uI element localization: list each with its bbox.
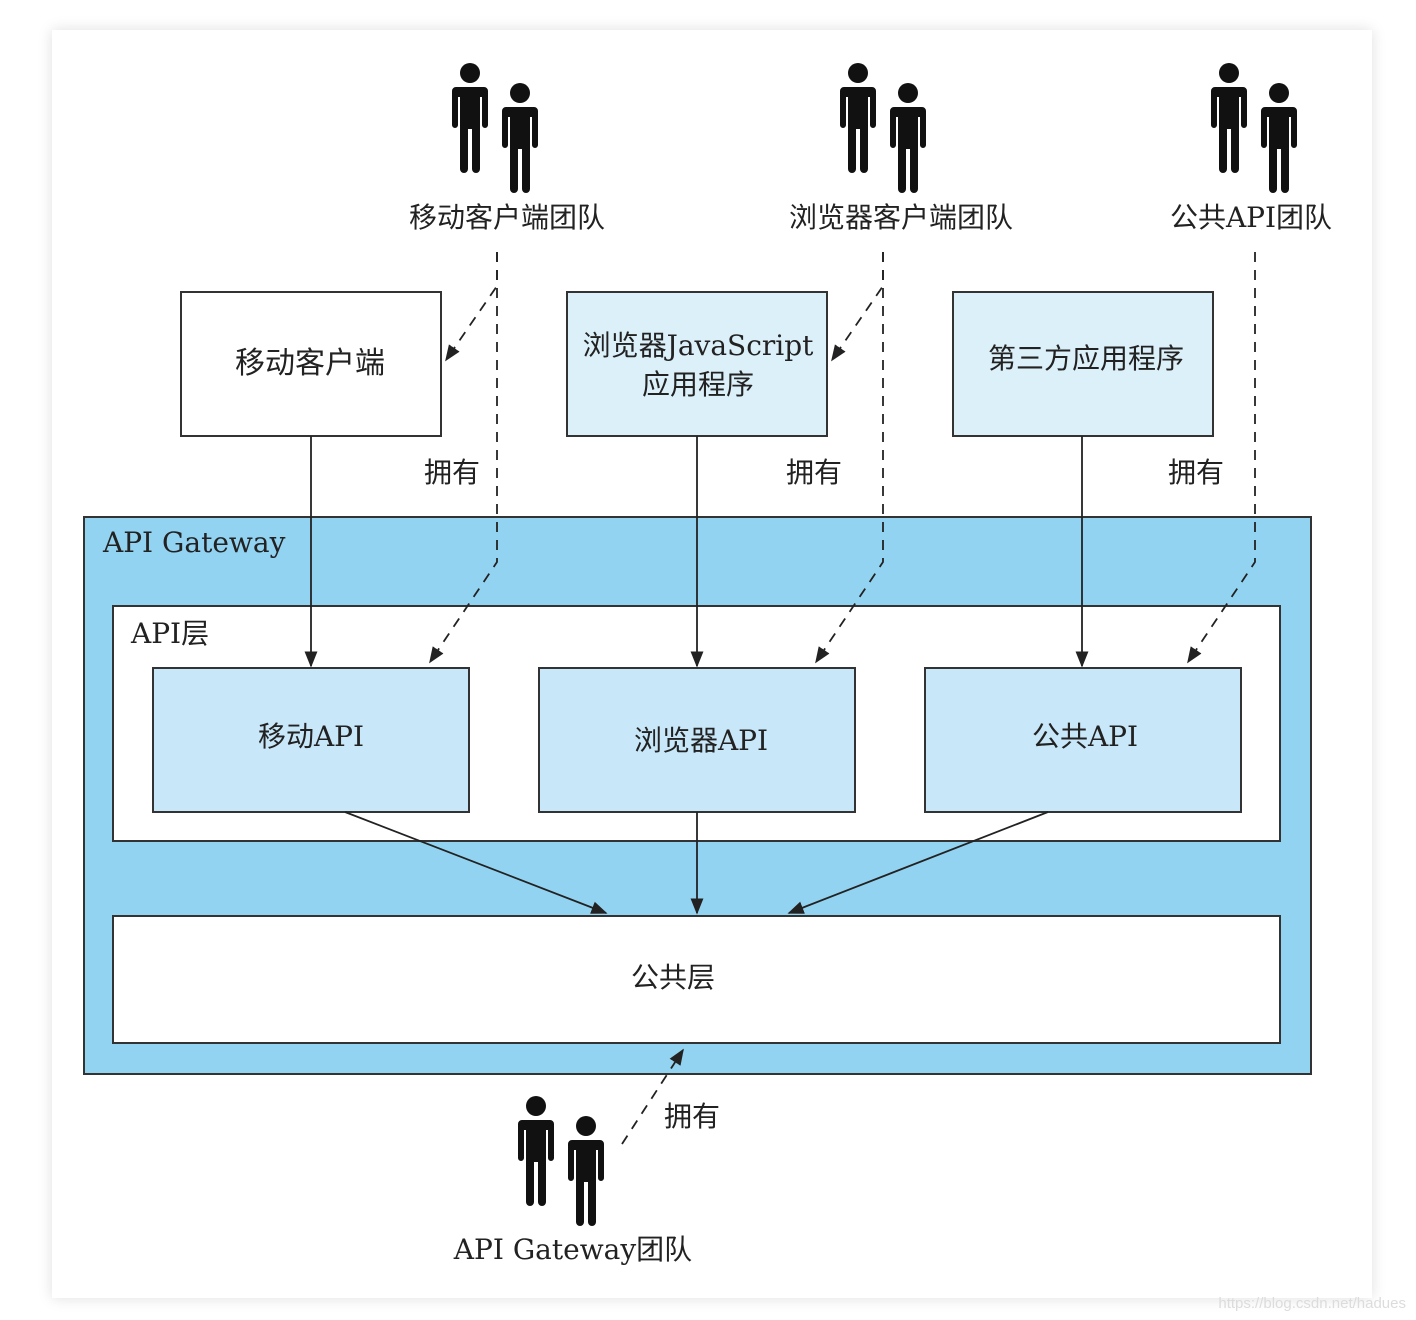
third-party-client-label: 第三方应用程序 <box>988 342 1184 375</box>
browser-client-box <box>566 291 828 437</box>
owns-label-public: 拥有 <box>1168 456 1224 489</box>
owns-gateway-line <box>621 1048 684 1145</box>
browser-client-label-line1: 浏览器JavaScript <box>583 329 815 362</box>
browser-api-box <box>538 667 856 813</box>
team-mobile-label: 移动客户端团队 <box>409 201 605 234</box>
public-api-box <box>924 667 1242 813</box>
owns-mobile-api-line <box>429 252 498 664</box>
mobile-client-label: 移动客户端 <box>235 346 385 381</box>
team-public-label: 公共API团队 <box>1170 201 1332 234</box>
owns-label-gateway: 拥有 <box>664 1100 720 1133</box>
arrow-mobile-api-to-common <box>344 811 608 914</box>
api-gateway-diagram: API Gateway API层 移动API 浏览器API 公共API 公共层 … <box>83 30 1332 1266</box>
team-gateway-label: API Gateway团队 <box>453 1233 692 1266</box>
arrow-public-api-to-common <box>787 811 1049 914</box>
diagram-page: API Gateway API层 移动API 浏览器API 公共API 公共层 … <box>52 30 1372 1298</box>
owns-label-browser: 拥有 <box>786 456 842 489</box>
mobile-api-box <box>152 667 470 813</box>
people-icon <box>840 63 926 193</box>
api-layer-title: API层 <box>130 617 209 650</box>
owns-label-mobile: 拥有 <box>424 456 480 489</box>
third-party-client-box <box>952 291 1214 437</box>
people-icon <box>518 1096 604 1226</box>
api-gateway-title: API Gateway <box>102 526 286 559</box>
public-api-label: 公共API <box>1032 720 1138 753</box>
team-browser-label: 浏览器客户端团队 <box>789 201 1013 234</box>
people-icon <box>1211 63 1297 193</box>
people-icon <box>452 63 538 193</box>
mobile-api-label: 移动API <box>258 720 364 753</box>
owns-browser-client-line <box>831 252 884 362</box>
owns-mobile-client-line <box>445 252 498 362</box>
browser-client-label-line2: 应用程序 <box>642 368 754 401</box>
common-layer-box <box>112 915 1281 1044</box>
watermark: https://blog.csdn.net/hadues <box>1218 1295 1406 1312</box>
common-layer-label: 公共层 <box>631 961 715 994</box>
owns-browser-api-line <box>815 252 884 664</box>
browser-api-label: 浏览器API <box>634 724 768 757</box>
owns-public-api-line <box>1187 252 1256 664</box>
